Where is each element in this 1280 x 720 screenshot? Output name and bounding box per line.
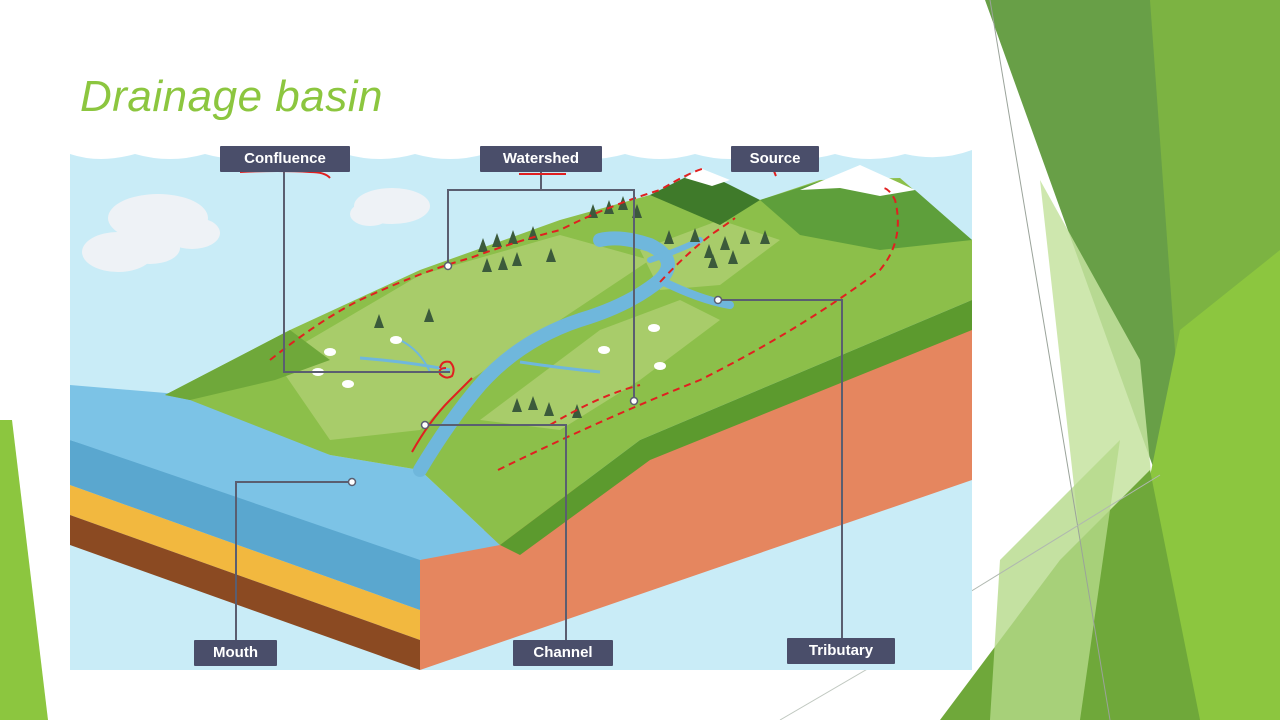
cloud (350, 188, 430, 226)
soil-layer (420, 300, 972, 670)
ridge-slope (500, 300, 972, 555)
sea-front (70, 440, 420, 610)
valley-floor (480, 300, 720, 430)
mouth-leader (235, 481, 352, 640)
stream (519, 360, 601, 374)
tributary-river (656, 276, 734, 309)
cloud (82, 194, 220, 272)
snow-cap (685, 168, 730, 186)
tributary-leader (718, 299, 843, 640)
slide-title: Drainage basin (80, 72, 383, 121)
watershed-leader (447, 172, 542, 266)
stream (399, 339, 431, 373)
green-shard-dark (985, 0, 1210, 500)
valley-floor (275, 235, 650, 440)
mountain-left (650, 170, 760, 225)
watershed-label: Watershed (480, 146, 602, 172)
channel-leader (425, 424, 567, 640)
watershed-leader (541, 189, 635, 400)
green-shard-left (0, 420, 48, 720)
green-shard-pale (990, 440, 1120, 720)
confluence-leader (283, 172, 450, 373)
sheep (312, 324, 666, 388)
sand-layer (70, 485, 420, 640)
bedrock-layer (70, 515, 420, 670)
sea (70, 385, 500, 560)
mountain-right (760, 172, 972, 250)
watershed-annotation (269, 167, 899, 471)
ridge-slope (165, 330, 330, 400)
mouth-label: Mouth (194, 640, 277, 666)
deco-line (964, 474, 1161, 596)
main-river (413, 231, 675, 477)
deco-line (989, 0, 1111, 720)
confluence-label: Confluence (220, 146, 350, 172)
tributary-label: Tributary (787, 638, 895, 664)
anchor-dots (347, 261, 723, 487)
source-label: Source (731, 146, 819, 172)
channel-label: Channel (513, 640, 613, 666)
leader-lines (235, 172, 843, 640)
